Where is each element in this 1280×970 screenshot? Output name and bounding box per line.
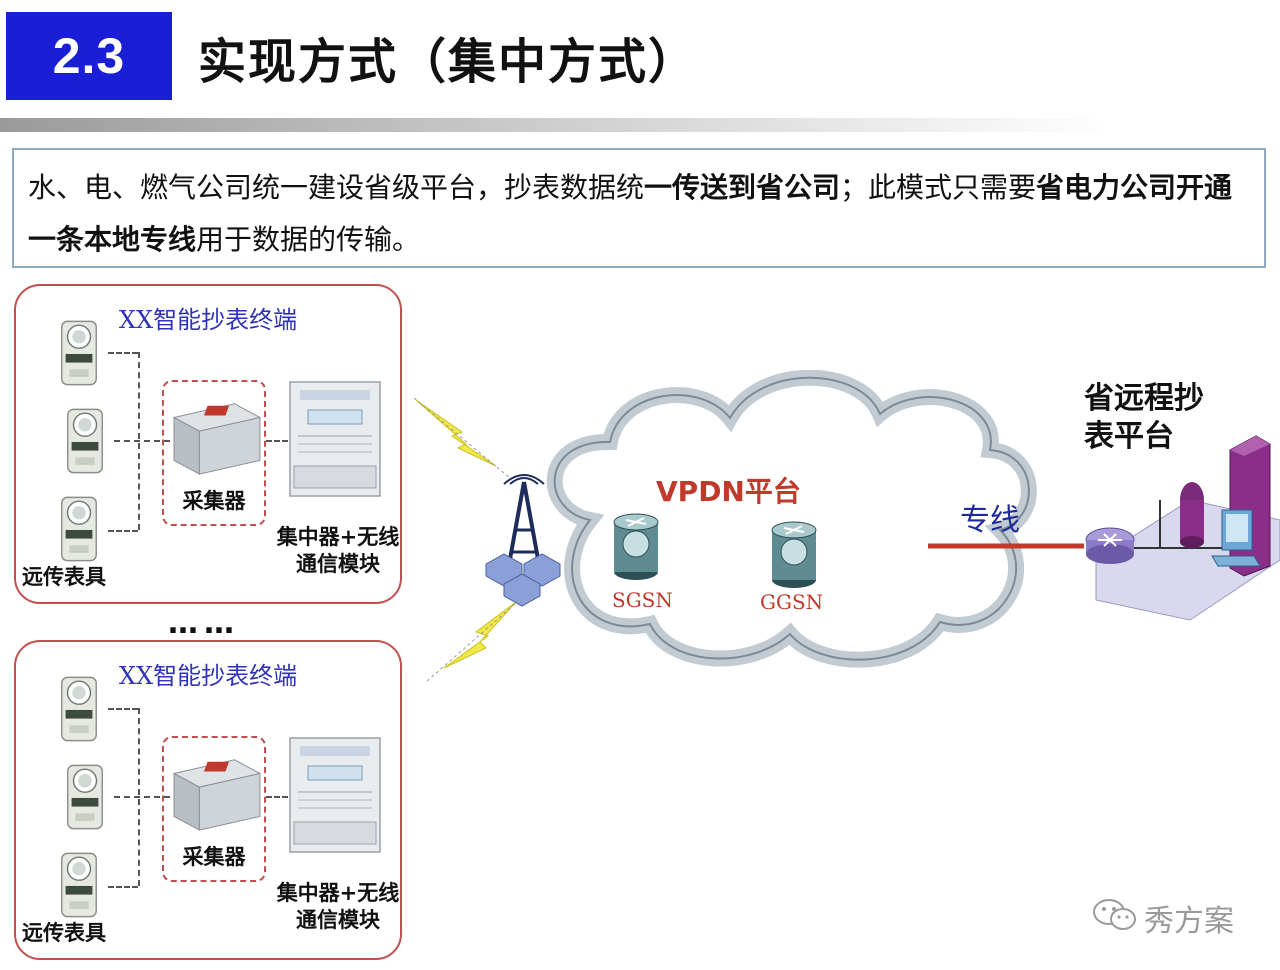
connector-line — [108, 886, 138, 888]
collector-icon — [166, 752, 264, 834]
collector-box: 采集器 — [162, 736, 266, 882]
platform-label: 省远程抄 表平台 — [1084, 380, 1204, 456]
platform-label-line1: 省远程抄 — [1084, 380, 1204, 418]
concentrator-label-line1: 集中器+无线 — [268, 880, 408, 907]
cloud-label: VPDN平台 — [656, 470, 801, 510]
collector-icon — [166, 396, 264, 478]
wechat-icon — [1092, 898, 1138, 932]
ggsn-label: GGSN — [760, 590, 823, 614]
concentrator-icon — [288, 736, 382, 854]
section-number-badge: 2.3 — [6, 12, 172, 100]
description-text: 水、电、燃气公司统一建设省级平台，抄表数据统一传送到省公司；此模式只需要省电力公… — [28, 162, 1254, 266]
description-box: 水、电、燃气公司统一建设省级平台，抄表数据统一传送到省公司；此模式只需要省电力公… — [12, 148, 1266, 268]
terminal-panel: XX智能抄表终端 采集器 集中器+无线 通信模块 远传表具 — [14, 284, 402, 604]
platform-label-line2: 表平台 — [1084, 418, 1204, 456]
connector-line — [108, 530, 138, 532]
water-meter-icon — [56, 672, 102, 746]
concentrator-icon — [288, 380, 382, 498]
collector-label: 采集器 — [164, 844, 264, 871]
connector-line — [266, 796, 288, 798]
concentrator-label-line1: 集中器+无线 — [268, 524, 408, 551]
sgsn-label: SGSN — [612, 588, 673, 612]
ggsn-router-icon — [772, 522, 816, 588]
concentrator-label: 集中器+无线 通信模块 — [268, 524, 408, 578]
ellipsis: …… — [168, 606, 240, 641]
signal-line — [426, 596, 524, 682]
meters-label: 远传表具 — [22, 920, 106, 947]
concentrator-label-line2: 通信模块 — [268, 551, 408, 578]
page-title: 实现方式（集中方式） — [198, 22, 698, 92]
description-part1: 水、电、燃气公司统一建设省级平台，抄表数据统 — [28, 171, 644, 204]
water-meter-icon — [62, 404, 108, 478]
water-meter-icon — [62, 760, 108, 834]
connector-line — [266, 440, 288, 442]
water-meter-icon — [56, 848, 102, 922]
collector-label: 采集器 — [164, 488, 264, 515]
collector-box: 采集器 — [162, 380, 266, 526]
terminal-panel: XX智能抄表终端 采集器 集中器+无线 通信模块 远传表具 — [14, 640, 402, 960]
sgsn-router-icon — [614, 514, 658, 580]
water-meter-icon — [56, 316, 102, 390]
concentrator-label-line2: 通信模块 — [268, 907, 408, 934]
watermark-text: 秀方案 — [1144, 896, 1234, 940]
description-bold1: 一传送到省公司 — [644, 171, 840, 204]
water-meter-icon — [56, 492, 102, 566]
concentrator-label: 集中器+无线 通信模块 — [268, 880, 408, 934]
meters-label: 远传表具 — [22, 564, 106, 591]
connector-line — [108, 708, 138, 710]
description-part2: ；此模式只需要 — [840, 171, 1036, 204]
connector-line — [108, 352, 138, 354]
title-divider — [0, 118, 1110, 132]
dedicated-line-label: 专线 — [960, 495, 1020, 539]
platform-station-icon — [1086, 436, 1280, 620]
description-part3: 用于数据的传输。 — [196, 223, 420, 256]
